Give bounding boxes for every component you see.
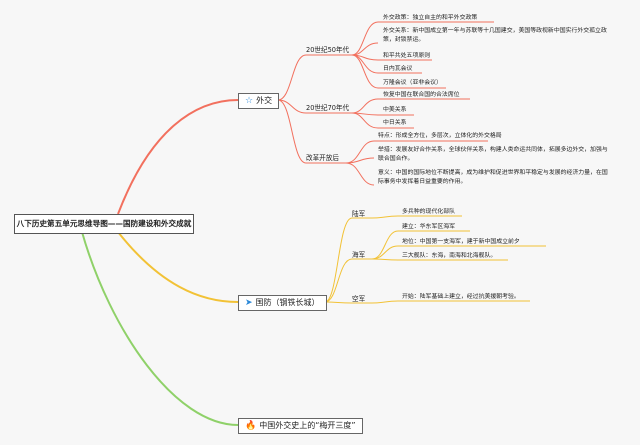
- connector-root-diplomacy: [117, 99, 239, 215]
- item-50s-bandung[interactable]: 万隆会议（亚非会议）: [383, 80, 442, 86]
- connector-defense-airforce: [324, 301, 372, 304]
- connector-70s-item-1: [351, 98, 470, 114]
- connector-50s-item-1: [351, 21, 494, 56]
- item-70s-us-relations[interactable]: 中美关系: [383, 107, 407, 113]
- item-reform-significance[interactable]: 意义：中国的国际地位不断提高，成为维护和促进世界和平稳定与发展的经济力量，在国际…: [378, 170, 608, 185]
- connector-root-history: [81, 231, 239, 426]
- branch-history[interactable]: 🔥中国外交史上的“梅开三度”: [238, 418, 363, 434]
- item-reform-measures[interactable]: 举措：发展友好合作关系，全球伙伴关系，构建人类命运共同体，拓展多边外交，加强与联…: [378, 147, 608, 162]
- fire-icon: 🔥: [245, 421, 257, 431]
- branch-diplomacy[interactable]: ☆外交: [238, 93, 280, 109]
- topic-airforce[interactable]: 空军: [352, 295, 366, 303]
- connector-army-item-1: [371, 215, 462, 219]
- item-50s-relations[interactable]: 外交关系：新中国成立第一年与苏联等十几国建交，美国等政视新中国实行外交孤立政策，…: [383, 28, 607, 43]
- connector-defense-navy: [324, 258, 372, 303]
- connector-navy-item-3: [371, 258, 508, 261]
- connector-reform-item-2: [345, 157, 375, 164]
- item-army-modern[interactable]: 多兵种的现代化部队: [402, 209, 456, 215]
- connector-diplomacy-reform: [277, 99, 346, 164]
- connector-root-defense: [117, 231, 239, 303]
- connector-defense-army: [324, 217, 372, 303]
- item-70s-un-seat[interactable]: 恢复中国在联合国的合法席位: [383, 92, 460, 98]
- topic-reform[interactable]: 改革开放后: [306, 154, 339, 162]
- topic-70s[interactable]: 20世纪70年代: [306, 104, 350, 112]
- branch-history-label: 中国外交史上的“梅开三度”: [259, 421, 356, 430]
- item-50s-geneva[interactable]: 日内瓦会议: [383, 66, 413, 72]
- item-50s-principles[interactable]: 和平共处五项原则: [383, 53, 431, 59]
- connector-reform-item-3: [345, 162, 375, 186]
- topic-army[interactable]: 陆军: [352, 210, 366, 218]
- item-70s-japan-relations[interactable]: 中日关系: [383, 120, 407, 126]
- connector-navy-item-1: [371, 230, 470, 260]
- branch-diplomacy-label: 外交: [256, 96, 273, 105]
- connector-70s-item-3: [351, 112, 414, 129]
- star-icon: ☆: [245, 96, 254, 106]
- topic-50s[interactable]: 20世纪50年代: [306, 46, 350, 54]
- topic-navy[interactable]: 海军: [352, 251, 366, 259]
- item-50s-policy[interactable]: 外交政策：独立自主的和平外交政策: [383, 15, 478, 21]
- connector-airforce-item-1: [371, 300, 530, 304]
- branch-defense-label: 国防（钢铁长城）: [255, 298, 320, 307]
- item-navy-founding[interactable]: 建立：华东军区海军: [402, 224, 456, 230]
- connector-navy-item-2: [371, 245, 546, 260]
- item-reform-feature[interactable]: 特点：形成全方位，多层次，立体化的外交格局: [378, 133, 502, 139]
- connector-50s-item-5: [351, 54, 446, 89]
- root-topic[interactable]: 八下历史第五单元思维导图——国防建设和外交成就: [14, 214, 194, 234]
- branch-defense[interactable]: ➤国防（钢铁长城）: [238, 295, 327, 311]
- connector-diplomacy-50s: [277, 54, 352, 101]
- item-airforce-origin[interactable]: 开始：陆军基础上建立，经过抗美援朝考验。: [402, 294, 520, 300]
- item-navy-status[interactable]: 地位：中国第一支海军，建于新中国成立前夕: [402, 239, 520, 245]
- send-icon: ➤: [245, 298, 253, 308]
- connector-diplomacy-70s: [277, 99, 352, 114]
- item-navy-fleets[interactable]: 三大舰队：东海，南海和北海舰队。: [402, 253, 497, 259]
- connector-reform-item-1: [345, 140, 488, 164]
